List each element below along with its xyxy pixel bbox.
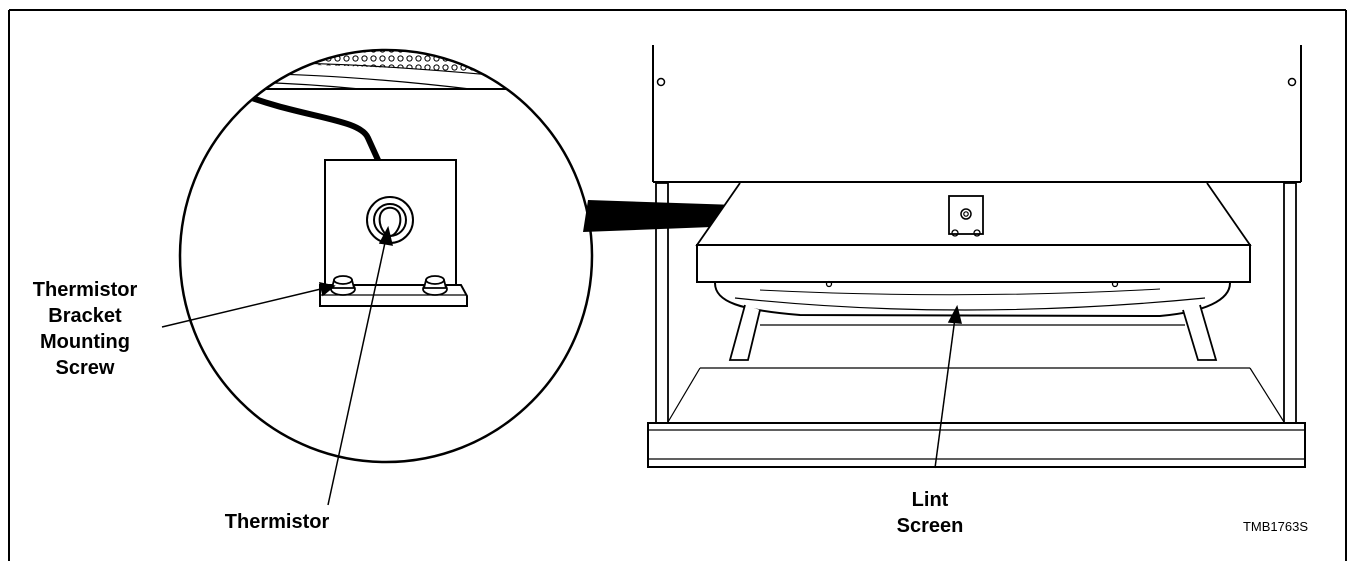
label-line: Bracket	[48, 305, 122, 327]
magnified-detail-view	[178, 48, 594, 464]
dryer-cabinet	[647, 45, 1306, 468]
mounting-screw-icon	[330, 275, 448, 296]
label-line: Lint	[912, 489, 949, 511]
label-line: Screw	[56, 357, 115, 379]
label-thermistor: Thermistor	[225, 511, 330, 533]
label-thermistor-bracket-mounting-screw: Thermistor Bracket Mounting Screw	[33, 279, 138, 379]
figure-code: TMB1763S	[1243, 519, 1308, 534]
figure-border	[8, 9, 1347, 561]
callout-leaders	[161, 225, 962, 506]
label-line: Thermistor	[33, 279, 138, 301]
label-line: Mounting	[40, 331, 130, 353]
label-line: Screen	[897, 515, 964, 537]
label-lint-screen: Lint Screen	[897, 489, 964, 537]
